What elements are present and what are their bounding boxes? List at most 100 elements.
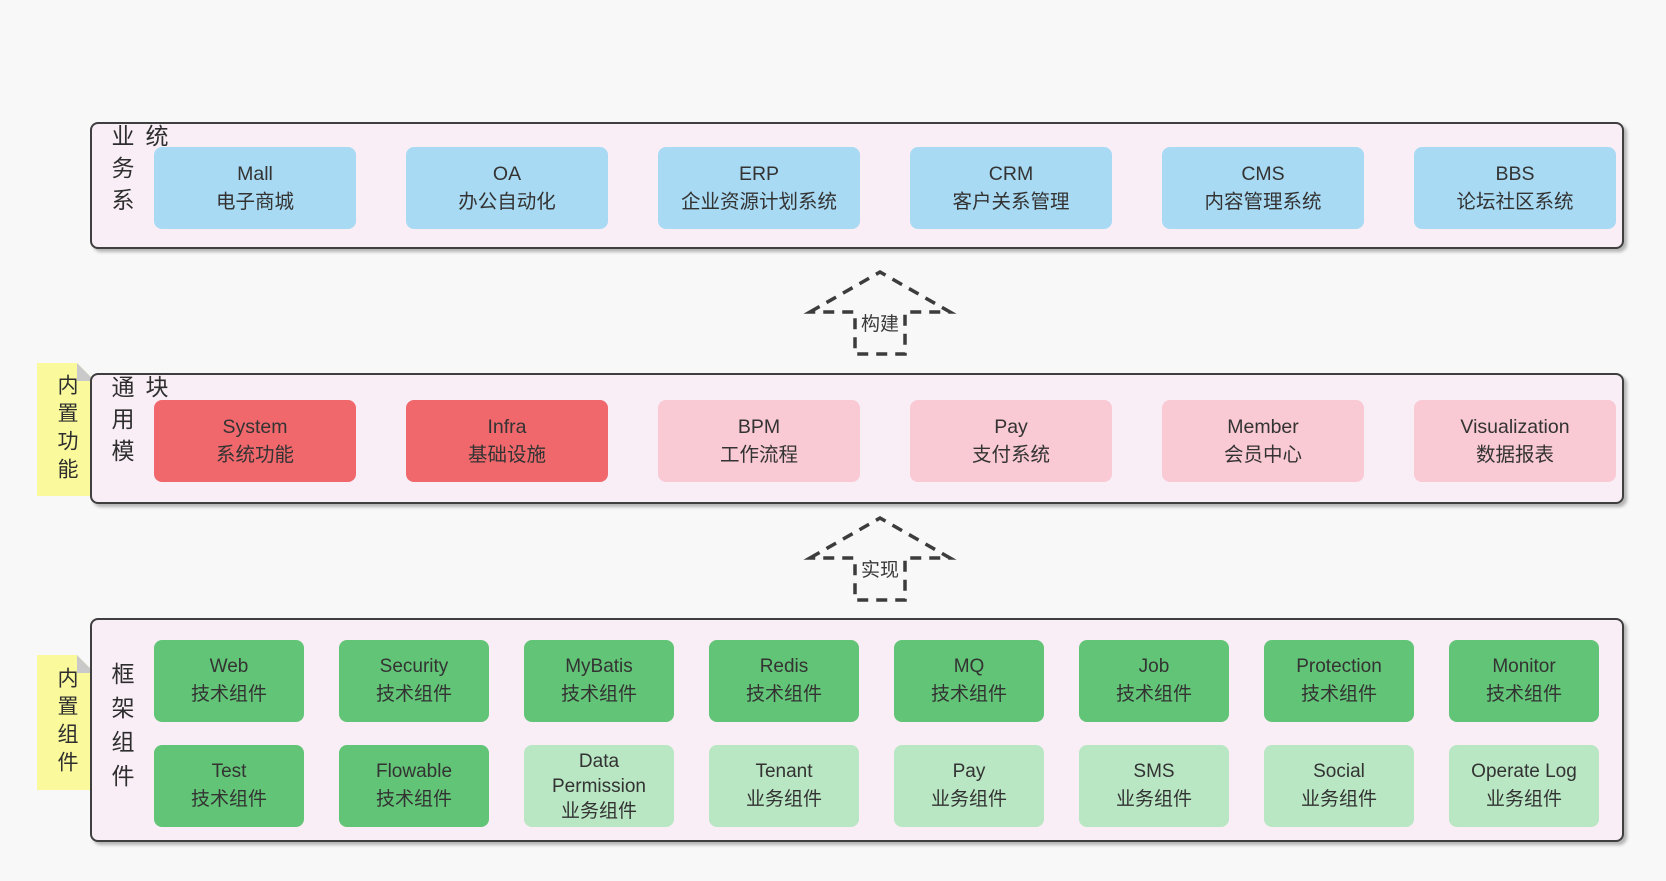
box-title: Data Permission	[552, 750, 646, 797]
box-member: Member 会员中心	[1162, 400, 1364, 482]
box-tenant: Tenant 业务组件	[709, 745, 859, 827]
box-sms: SMS 业务组件	[1079, 745, 1229, 827]
arrow-build-label: 构建	[857, 308, 903, 337]
box-operate-log: Operate Log 业务组件	[1449, 745, 1599, 827]
layer-framework-components: 框架组件 Web 技术组件 Security 技术组件 MyBatis 技术组件…	[90, 618, 1624, 842]
box-subtitle: 业务组件	[560, 800, 637, 822]
box-title: OA	[492, 163, 522, 185]
box-subtitle: 论坛社区系统	[1456, 191, 1574, 213]
box-crm: CRM 客户关系管理	[910, 147, 1112, 229]
box-subtitle: 业务组件	[1300, 789, 1377, 810]
layer-common-modules: 通用模块 System 系统功能 Infra 基础设施 BPM 工作流程 Pay…	[90, 373, 1624, 504]
box-subtitle: 技术组件	[1300, 684, 1377, 705]
box-title: ERP	[738, 163, 780, 185]
box-subtitle: 工作流程	[719, 444, 798, 466]
box-title: MyBatis	[565, 656, 633, 677]
box-subtitle: 技术组件	[745, 684, 822, 705]
box-subtitle: 内容管理系统	[1204, 191, 1322, 213]
box-subtitle: 办公自动化	[458, 191, 556, 213]
box-subtitle: 电子商城	[215, 191, 294, 213]
box-oa: OA 办公自动化	[406, 147, 608, 229]
box-system: System 系统功能	[154, 400, 356, 482]
box-mybatis: MyBatis 技术组件	[524, 640, 674, 722]
components-box-row-2: Test 技术组件 Flowable 技术组件 Data Permission …	[154, 745, 1599, 827]
dashed-up-arrow-icon	[803, 269, 957, 356]
business-box-row: Mall 电子商城 OA 办公自动化 ERP 企业资源计划系统 CRM 客户关系…	[154, 147, 1616, 229]
tag-label: 内置功能	[55, 373, 78, 486]
box-title: Flowable	[375, 761, 453, 782]
box-subtitle: 客户关系管理	[952, 191, 1070, 213]
box-subtitle: 业务组件	[930, 789, 1007, 810]
box-title: BPM	[737, 416, 781, 438]
box-title: BBS	[1495, 163, 1535, 185]
box-title: Social	[1313, 761, 1365, 782]
components-box-row-1: Web 技术组件 Security 技术组件 MyBatis 技术组件 Redi…	[154, 640, 1599, 722]
box-subtitle: 系统功能	[215, 444, 294, 466]
box-protection: Protection 技术组件	[1264, 640, 1414, 722]
box-title: Redis	[759, 656, 809, 677]
box-monitor: Monitor 技术组件	[1449, 640, 1599, 722]
box-subtitle: 技术组件	[375, 789, 452, 810]
box-subtitle: 企业资源计划系统	[680, 191, 837, 213]
arrow-implement: 实现	[800, 514, 960, 604]
box-title: Test	[211, 761, 247, 782]
box-title: Mall	[237, 163, 273, 185]
layer-business-systems: 业务系统 Mall 电子商城 OA 办公自动化 ERP 企业资源计划系统 CRM…	[90, 122, 1624, 249]
box-title: CMS	[1241, 163, 1285, 185]
box-bbs: BBS 论坛社区系统	[1414, 147, 1616, 229]
box-subtitle: 技术组件	[1115, 684, 1192, 705]
arrow-build: 构建	[800, 268, 960, 358]
box-security: Security 技术组件	[339, 640, 489, 722]
box-title: Infra	[487, 416, 527, 438]
box-redis: Redis 技术组件	[709, 640, 859, 722]
box-visualization: Visualization 数据报表	[1414, 400, 1616, 482]
box-title: Member	[1227, 416, 1299, 438]
tag-built-in-components: 内置组件	[37, 655, 95, 790]
box-title: Monitor	[1492, 656, 1556, 677]
box-flowable: Flowable 技术组件	[339, 745, 489, 827]
box-subtitle: 业务组件	[745, 789, 822, 810]
box-mall: Mall 电子商城	[154, 147, 356, 229]
box-subtitle: 技术组件	[375, 684, 452, 705]
box-subtitle: 技术组件	[190, 684, 267, 705]
box-social: Social 业务组件	[1264, 745, 1414, 827]
box-job: Job 技术组件	[1079, 640, 1229, 722]
box-test: Test 技术组件	[154, 745, 304, 827]
box-cms: CMS 内容管理系统	[1162, 147, 1364, 229]
box-bpm: BPM 工作流程	[658, 400, 860, 482]
box-title: Job	[1138, 656, 1170, 677]
box-title: MQ	[953, 656, 985, 677]
box-subtitle: 数据报表	[1475, 444, 1554, 466]
box-subtitle: 基础设施	[467, 444, 546, 466]
box-pay-system: Pay 支付系统	[910, 400, 1112, 482]
box-subtitle: 会员中心	[1223, 444, 1302, 466]
box-title: Web	[209, 656, 249, 677]
box-title: Pay	[952, 761, 986, 782]
tag-built-in-features: 内置功能	[37, 363, 95, 496]
box-subtitle: 技术组件	[930, 684, 1007, 705]
box-subtitle: 技术组件	[560, 684, 637, 705]
box-subtitle: 技术组件	[1485, 684, 1562, 705]
arrow-implement-label: 实现	[857, 554, 903, 583]
box-subtitle: 业务组件	[1485, 789, 1562, 810]
box-subtitle: 支付系统	[971, 444, 1050, 466]
box-erp: ERP 企业资源计划系统	[658, 147, 860, 229]
box-web: Web 技术组件	[154, 640, 304, 722]
dashed-up-arrow-icon	[803, 515, 957, 602]
box-title: Security	[379, 656, 449, 677]
box-subtitle: 技术组件	[190, 789, 267, 810]
modules-box-row: System 系统功能 Infra 基础设施 BPM 工作流程 Pay 支付系统…	[154, 400, 1616, 482]
tag-label: 内置组件	[55, 666, 78, 779]
box-title: System	[222, 416, 288, 438]
box-title: CRM	[988, 163, 1034, 185]
layer-label-components: 框架组件	[108, 662, 134, 798]
box-data-permission: Data Permission 业务组件	[524, 745, 674, 827]
box-infra: Infra 基础设施	[406, 400, 608, 482]
box-pay-component: Pay 业务组件	[894, 745, 1044, 827]
box-title: SMS	[1133, 761, 1175, 782]
layer-label-business: 业务系统	[108, 124, 168, 220]
box-mq: MQ 技术组件	[894, 640, 1044, 722]
box-title: Operate Log	[1471, 761, 1577, 782]
box-title: Tenant	[755, 761, 813, 782]
